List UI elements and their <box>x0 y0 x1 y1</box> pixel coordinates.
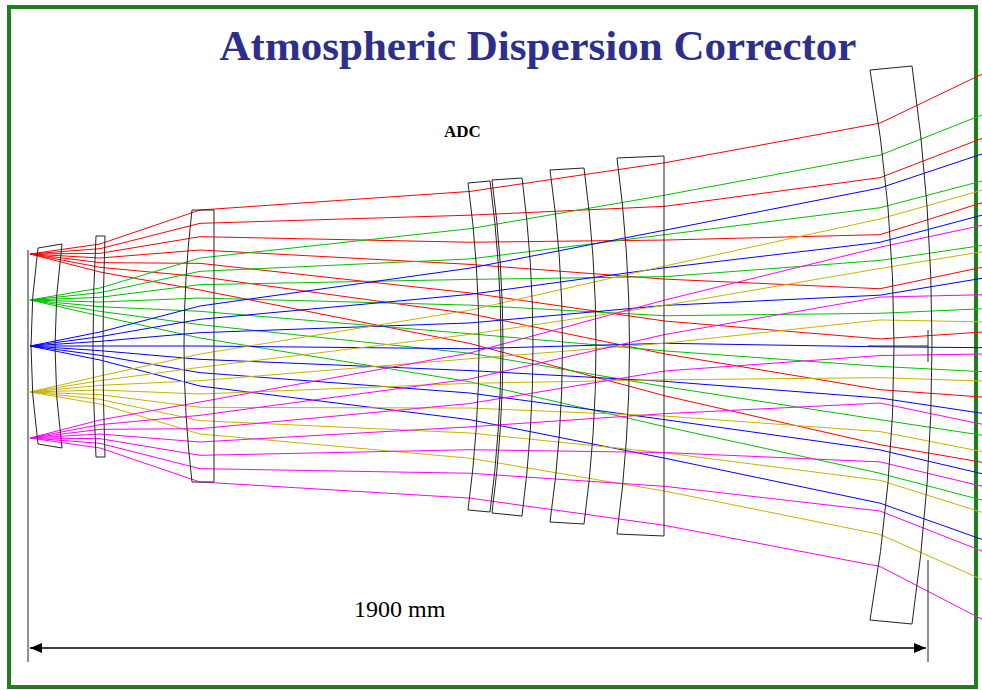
light-ray <box>30 392 982 452</box>
component-label: ADC <box>442 122 483 142</box>
title: Atmospheric Dispersion Corrector <box>218 22 859 69</box>
light-ray <box>30 438 982 619</box>
light-ray <box>30 343 982 348</box>
corrector-lens <box>870 66 932 624</box>
light-ray <box>30 115 982 300</box>
light-ray <box>30 254 982 462</box>
title-holder: Atmospheric Dispersion Corrector <box>98 22 978 69</box>
light-ray <box>30 403 982 442</box>
light-ray <box>30 346 982 474</box>
lens-surface <box>31 248 38 444</box>
light-ray <box>30 254 982 339</box>
light-ray <box>30 438 982 551</box>
light-ray <box>30 181 982 300</box>
light-ray <box>30 154 982 346</box>
light-ray <box>30 320 982 392</box>
light-ray <box>30 278 982 346</box>
dimension-line <box>30 647 926 649</box>
light-ray <box>30 378 982 394</box>
adc-element <box>492 178 533 516</box>
lens <box>184 210 214 482</box>
lens-edge <box>38 244 62 448</box>
light-ray <box>30 246 982 300</box>
label-holder: 1900 mm <box>352 596 447 624</box>
lens <box>93 236 105 457</box>
focal-plane <box>28 250 29 440</box>
light-ray <box>30 392 982 580</box>
ray-bundles <box>30 74 982 619</box>
light-ray <box>30 392 982 512</box>
light-ray <box>30 354 982 438</box>
adc-element <box>550 168 596 524</box>
light-ray <box>30 346 982 539</box>
light-ray <box>30 225 982 438</box>
light-ray <box>30 74 982 254</box>
adc-element <box>617 156 664 536</box>
axis-mark <box>868 330 928 362</box>
light-ray <box>30 215 982 346</box>
lens-surface <box>55 244 62 448</box>
light-ray <box>30 300 982 372</box>
light-ray <box>30 190 982 392</box>
extension-line <box>28 440 928 662</box>
dimension-label: 1900 mm <box>352 596 447 624</box>
label-holder: ADC <box>442 122 483 142</box>
light-ray <box>30 295 982 438</box>
adc-element <box>468 181 501 512</box>
light-ray <box>30 300 982 500</box>
lens-elements <box>28 66 932 662</box>
light-ray <box>30 250 982 289</box>
